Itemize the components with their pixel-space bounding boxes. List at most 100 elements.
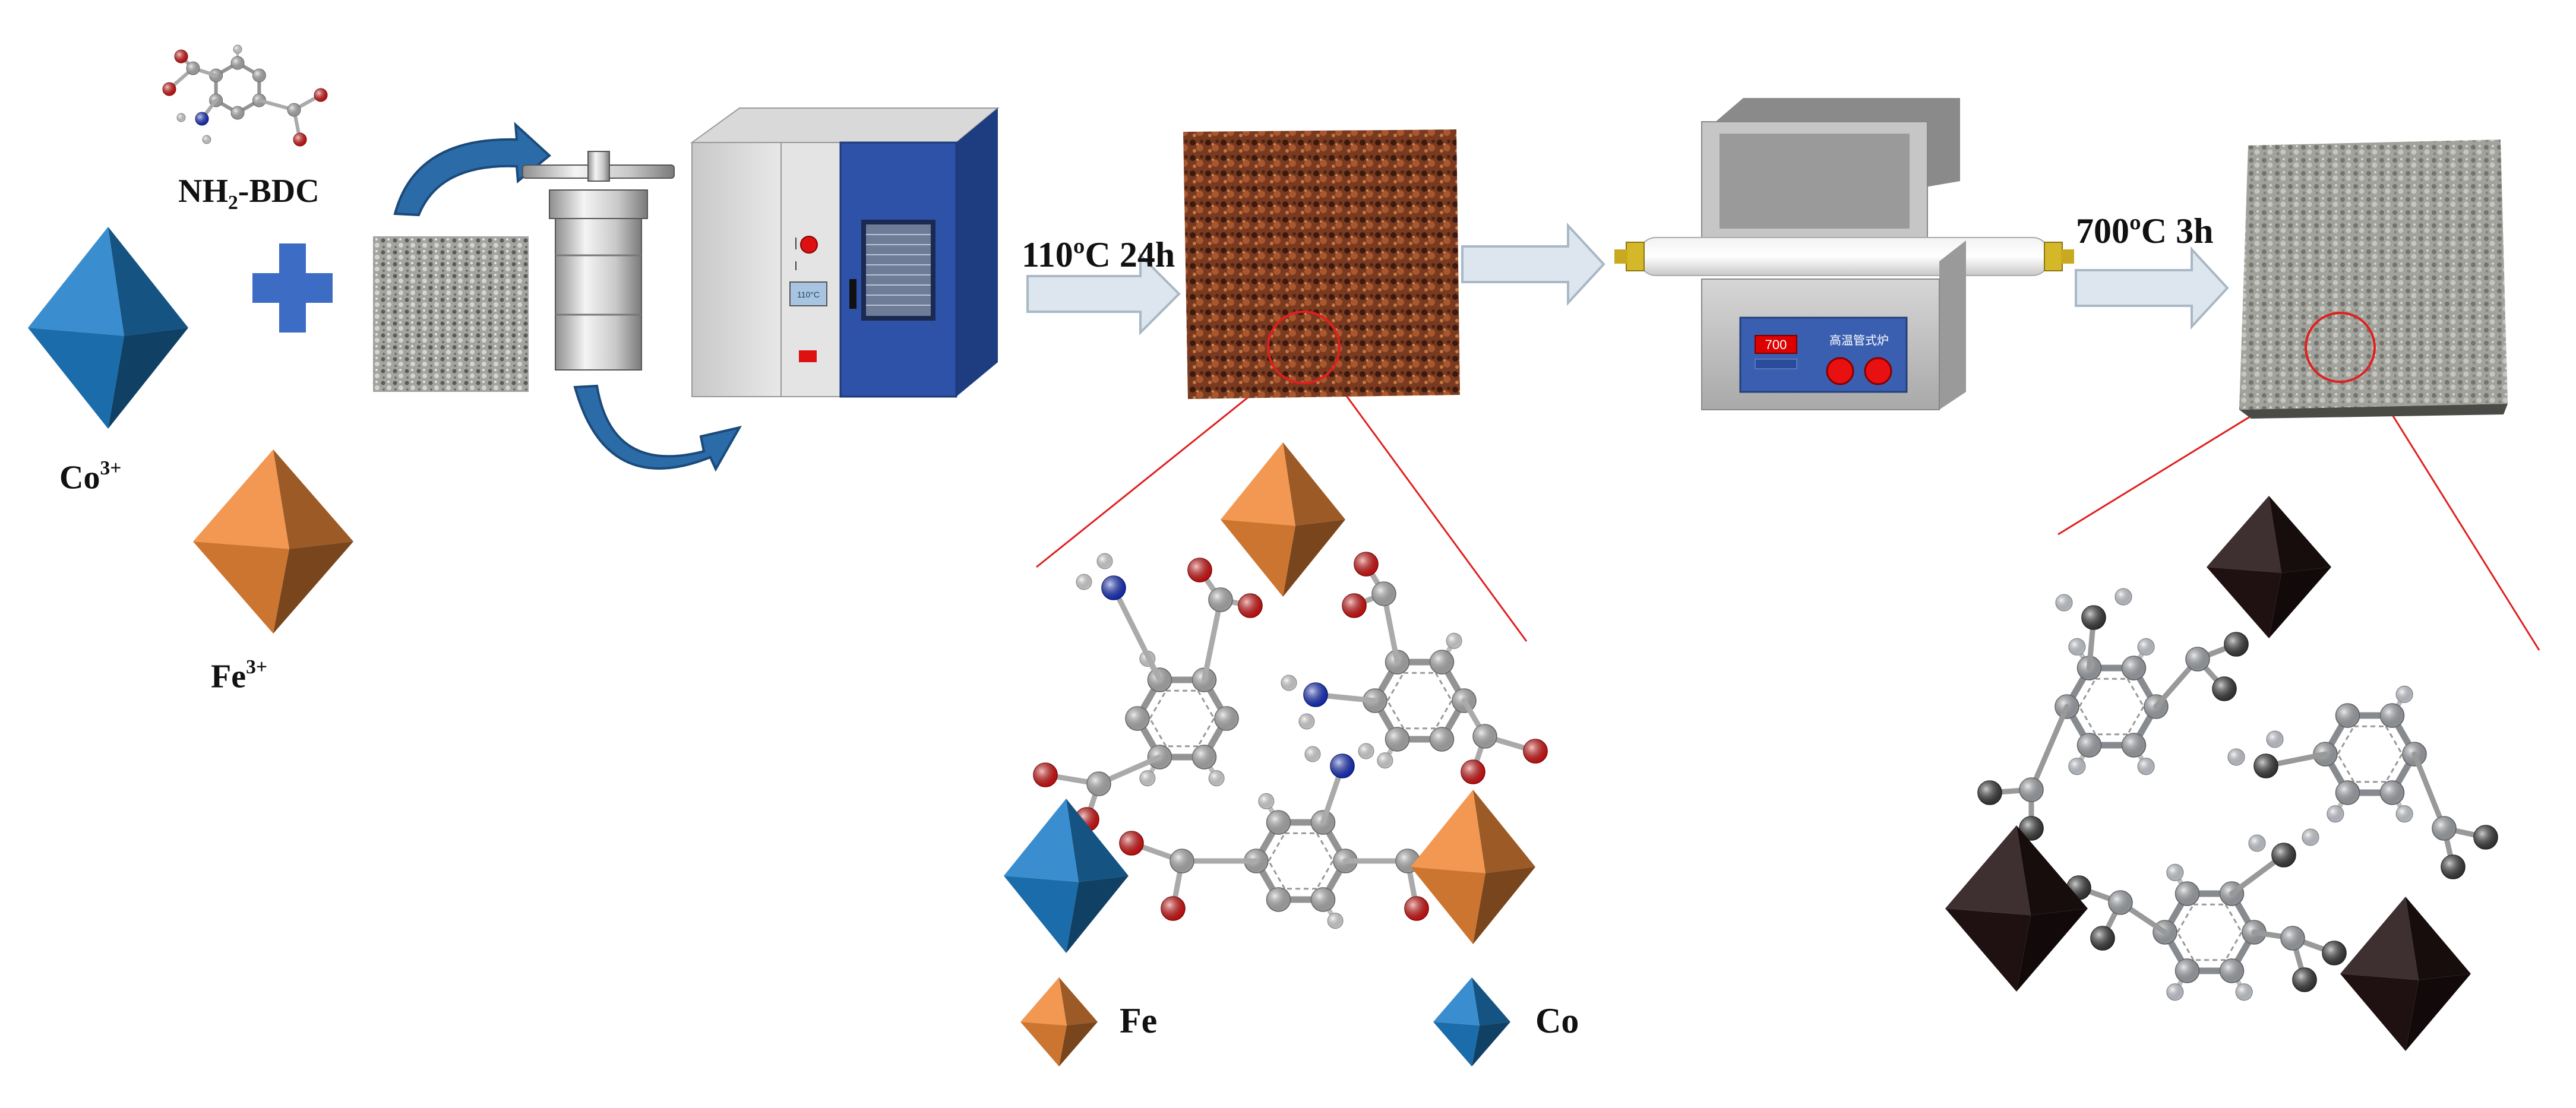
tube-furnace-icon: 700 高温管式炉: [1614, 98, 2074, 410]
carbon-atom: [252, 68, 266, 83]
oxygen-atom: [2292, 967, 2317, 992]
hydrogen-atom: [176, 113, 186, 122]
oxygen-atom: [2019, 816, 2044, 841]
hydrogen-atom: [2137, 638, 2155, 656]
carbon-atom: [2335, 703, 2360, 728]
furnace-display-text: 700: [1765, 337, 1787, 352]
oxygen-atom: [1404, 896, 1429, 921]
oxygen-atom: [1187, 558, 1212, 583]
nitrogen-atom: [1330, 754, 1355, 778]
carbon-atom: [2280, 926, 2305, 951]
zoom-circle-calcined: [2305, 312, 2376, 383]
nitrogen-atom: [2271, 843, 2296, 868]
carbon-atom: [1429, 727, 1455, 752]
mof-foam-image: [1183, 129, 1460, 399]
carbon-atom: [230, 106, 245, 120]
oxygen-atom: [1342, 593, 1367, 618]
nitrogen-atom: [1101, 575, 1126, 600]
carbon-atom: [230, 56, 245, 70]
hydrogen-atom: [2327, 805, 2344, 823]
oxygen-atom: [1119, 831, 1144, 856]
hydrogen-atom: [1139, 770, 1156, 787]
curved-arrow-bottom-icon: [573, 384, 742, 472]
carbon-atom: [1472, 724, 1497, 749]
carbon-atom: [2174, 881, 2200, 906]
carbon-atom: [2379, 780, 2405, 805]
carbon-atom: [1170, 849, 1194, 873]
carbon-atom: [2219, 958, 2245, 983]
furnace-panel-text: 高温管式炉: [1829, 333, 1889, 347]
hydrogen-atom: [1298, 713, 1315, 730]
hydrogen-atom: [233, 45, 242, 54]
oxygen-atom: [1523, 739, 1548, 764]
hydrogen-atom: [1377, 752, 1393, 769]
oxygen-atom: [174, 49, 188, 64]
hydrogen-atom: [1208, 770, 1225, 787]
carbon-atom: [1125, 706, 1150, 731]
oxygen-atom: [2090, 926, 2115, 951]
oxygen-atom: [2212, 676, 2237, 701]
hydrogen-atom: [2055, 594, 2073, 612]
hydrogen-atom: [2235, 983, 2253, 1001]
oven-display-text: 110°C: [797, 290, 820, 299]
oxygen-atom: [2473, 825, 2498, 850]
oxygen-atom: [1977, 780, 2002, 805]
hydrogen-atom: [1281, 675, 1297, 691]
oxygen-atom: [293, 132, 307, 147]
nitrogen-atom: [195, 112, 209, 126]
hydrogen-atom: [202, 135, 211, 144]
hydrogen-atom: [2227, 748, 2245, 766]
carbon-atom: [1208, 587, 1233, 612]
hydrogen-atom: [1258, 793, 1275, 809]
nitrogen-atom: [1303, 682, 1328, 707]
nitrogen-atom: [2253, 754, 2278, 778]
co-ion-label: Co3+: [59, 457, 122, 496]
carbon-atom: [1191, 745, 1217, 770]
carbon-atom: [2121, 656, 2147, 680]
calcined-structure-molecule-icon: [1945, 496, 2498, 1051]
hydrogen-atom: [1304, 746, 1321, 762]
hydrogen-atom: [2248, 834, 2266, 852]
hydrogen-atom: [1446, 632, 1462, 649]
carbon-atom: [2108, 890, 2133, 915]
oxygen-atom: [1161, 896, 1186, 921]
hydrogen-atom: [1096, 553, 1113, 569]
carbon-atom: [1086, 771, 1111, 796]
autoclave-icon: [522, 151, 675, 371]
hydrogen-atom: [2302, 828, 2319, 846]
mof-structure-molecule-icon: [1004, 442, 1548, 953]
ligand-label: NH2-BDC: [178, 173, 320, 214]
carbon-atom: [2121, 733, 2147, 758]
hydrogen-atom: [2166, 983, 2184, 1001]
legend-co-label: Co: [1535, 1001, 1579, 1040]
legend-fe-octahedron-icon: [1020, 977, 1098, 1066]
oven-icon: 110°C: [690, 107, 1000, 398]
process-arrow-icon: [1461, 222, 1605, 306]
hydrogen-atom: [1076, 574, 1092, 590]
hydrogen-atom: [2114, 588, 2132, 606]
hydrogen-atom: [2068, 758, 2086, 775]
hydrogen-atom: [2395, 685, 2413, 703]
hydrogen-atom: [2068, 638, 2086, 656]
carbon-atom: [2019, 777, 2044, 802]
carbon-atom: [2185, 647, 2210, 672]
octahedron-co-icon: [28, 227, 188, 429]
carbon-atom: [287, 103, 301, 117]
hydrogen-atom: [2395, 805, 2413, 823]
step2-condition-label: 700ºC 3h: [2076, 211, 2214, 251]
carbon-atom: [2076, 733, 2102, 758]
zoom-circle-mof: [1267, 311, 1341, 384]
oxygen-atom: [162, 82, 176, 96]
carbon-atom: [1385, 727, 1410, 752]
calcined-foam-image: [2239, 140, 2508, 419]
oxygen-atom: [1354, 552, 1379, 577]
carbon-atom: [2432, 816, 2457, 841]
carbon-atom: [1371, 581, 1396, 606]
ligand-molecule-icon: [162, 45, 328, 147]
process-arrow-icon: [1026, 252, 1181, 335]
carbon-atom: [1310, 887, 1336, 912]
oxygen-atom: [1238, 593, 1263, 618]
carbon-atom: [1429, 650, 1455, 675]
